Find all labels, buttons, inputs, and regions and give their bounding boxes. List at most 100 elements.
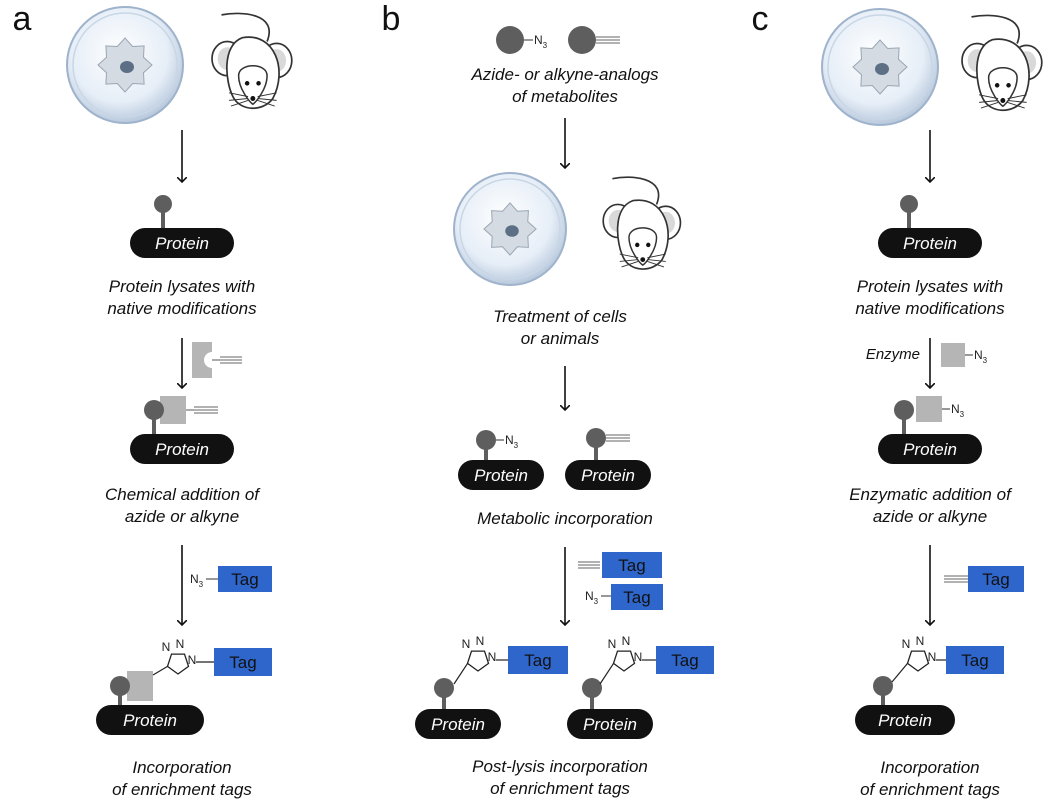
caption-line: Metabolic incorporation: [477, 509, 653, 528]
caption-line: Post-lysis incorporation: [472, 757, 648, 776]
nitrogen-atom: N: [622, 634, 631, 648]
caption-line: native modifications: [107, 299, 257, 318]
tag-rect: [602, 552, 662, 578]
caption-line: Protein lysates with: [109, 277, 255, 296]
tag-label: Tag: [524, 651, 551, 670]
nitrogen-atom: N: [608, 637, 617, 651]
modification-ball: [110, 676, 130, 696]
alkyne-icon: [220, 356, 242, 364]
tag-box: Tag: [508, 646, 568, 674]
tag-label: Tag: [982, 570, 1009, 589]
protein: Protein: [130, 228, 234, 258]
protein: Protein: [130, 434, 234, 464]
native-modification: [586, 428, 606, 462]
tag-box: Tag: [602, 552, 662, 578]
reagent-shape: [192, 342, 212, 378]
protein-shape: [96, 705, 204, 735]
caption-line: or animals: [521, 329, 600, 348]
tag-rect: [508, 646, 568, 674]
tag-rect: [611, 584, 663, 610]
svg-text:N3: N3: [505, 433, 519, 450]
protein-shape: [458, 460, 544, 490]
caption-line: Incorporation: [880, 758, 979, 777]
alkyne-icon: [578, 561, 600, 569]
tag-label: Tag: [618, 556, 645, 575]
mouse-icon: [961, 14, 1043, 112]
protein-label: Protein: [583, 715, 637, 734]
modification-ball: [900, 195, 918, 213]
protein: Protein: [878, 228, 982, 258]
protein-shape: [878, 434, 982, 464]
modification-ball: [476, 430, 496, 450]
azide-icon: N3: [534, 33, 548, 50]
native-modification: [144, 400, 164, 436]
protein: Protein: [567, 709, 653, 739]
tag-rect: [968, 566, 1024, 592]
modification-ball: [434, 678, 454, 698]
nitrogen-atom: N: [188, 653, 197, 667]
panel-letter: b: [382, 0, 401, 38]
modification-ball: [144, 400, 164, 420]
protein: Protein: [878, 434, 982, 464]
protein-shape: [415, 709, 501, 739]
caption-line: Treatment of cells: [493, 307, 627, 326]
tag-label: Tag: [229, 653, 256, 672]
protein: Protein: [458, 460, 544, 490]
caption-line: azide or alkyne: [873, 507, 987, 526]
reagent-shape: [941, 343, 965, 367]
caption-line: of enrichment tags: [112, 780, 252, 799]
caption-line: Enzymatic addition of: [849, 485, 1013, 504]
protein-shape: [855, 705, 955, 735]
azide-metabolite: [496, 26, 533, 54]
caption-line: Incorporation: [132, 758, 231, 777]
protein-shape: [130, 228, 234, 258]
modification-ball: [582, 678, 602, 698]
nitrogen-atom: N: [488, 650, 497, 664]
protein-shape: [565, 460, 651, 490]
tag-box: Tag: [946, 646, 1004, 674]
native-modification: [154, 195, 172, 230]
reagent-shape: [160, 396, 186, 424]
reagent-shape: [916, 396, 942, 422]
native-modification: [476, 430, 496, 462]
protein: Protein: [855, 705, 955, 735]
caption-line: of enrichment tags: [860, 780, 1000, 799]
caption-line: native modifications: [855, 299, 1005, 318]
azide-icon: N3: [585, 589, 599, 606]
linker: [891, 663, 908, 683]
protein-shape: [130, 434, 234, 464]
nitrogen-atom: N: [902, 637, 911, 651]
caption-line: Chemical addition of: [105, 485, 261, 504]
caption-line: Protein lysates with: [857, 277, 1003, 296]
nitrogen-atom: N: [916, 634, 925, 648]
panel-letter: c: [752, 0, 769, 38]
native-modification: [873, 676, 893, 707]
nitrogen-atom: N: [928, 650, 937, 664]
tag-rect: [656, 646, 714, 674]
modification-ball: [894, 400, 914, 420]
tag-box: Tag: [611, 584, 663, 610]
svg-text:N3: N3: [190, 572, 204, 589]
tag-box: Tag: [218, 566, 272, 592]
linker: [152, 665, 168, 676]
azide-icon: N3: [951, 402, 965, 419]
alkyne-icon: [944, 575, 968, 583]
tag-box: Tag: [214, 648, 272, 676]
protein-label: Protein: [431, 715, 485, 734]
native-modification: [434, 678, 454, 710]
tag-rect: [214, 648, 272, 676]
azide-icon: N3: [505, 433, 519, 450]
nitrogen-atom: N: [462, 637, 471, 651]
native-modification: [894, 400, 914, 436]
alkyne-icon: [606, 434, 630, 442]
svg-text:N3: N3: [951, 402, 965, 419]
tag-rect: [218, 566, 272, 592]
alkyne-icon: [194, 406, 218, 414]
caption-line: of metabolites: [512, 87, 618, 106]
protein-label: Protein: [903, 234, 957, 253]
